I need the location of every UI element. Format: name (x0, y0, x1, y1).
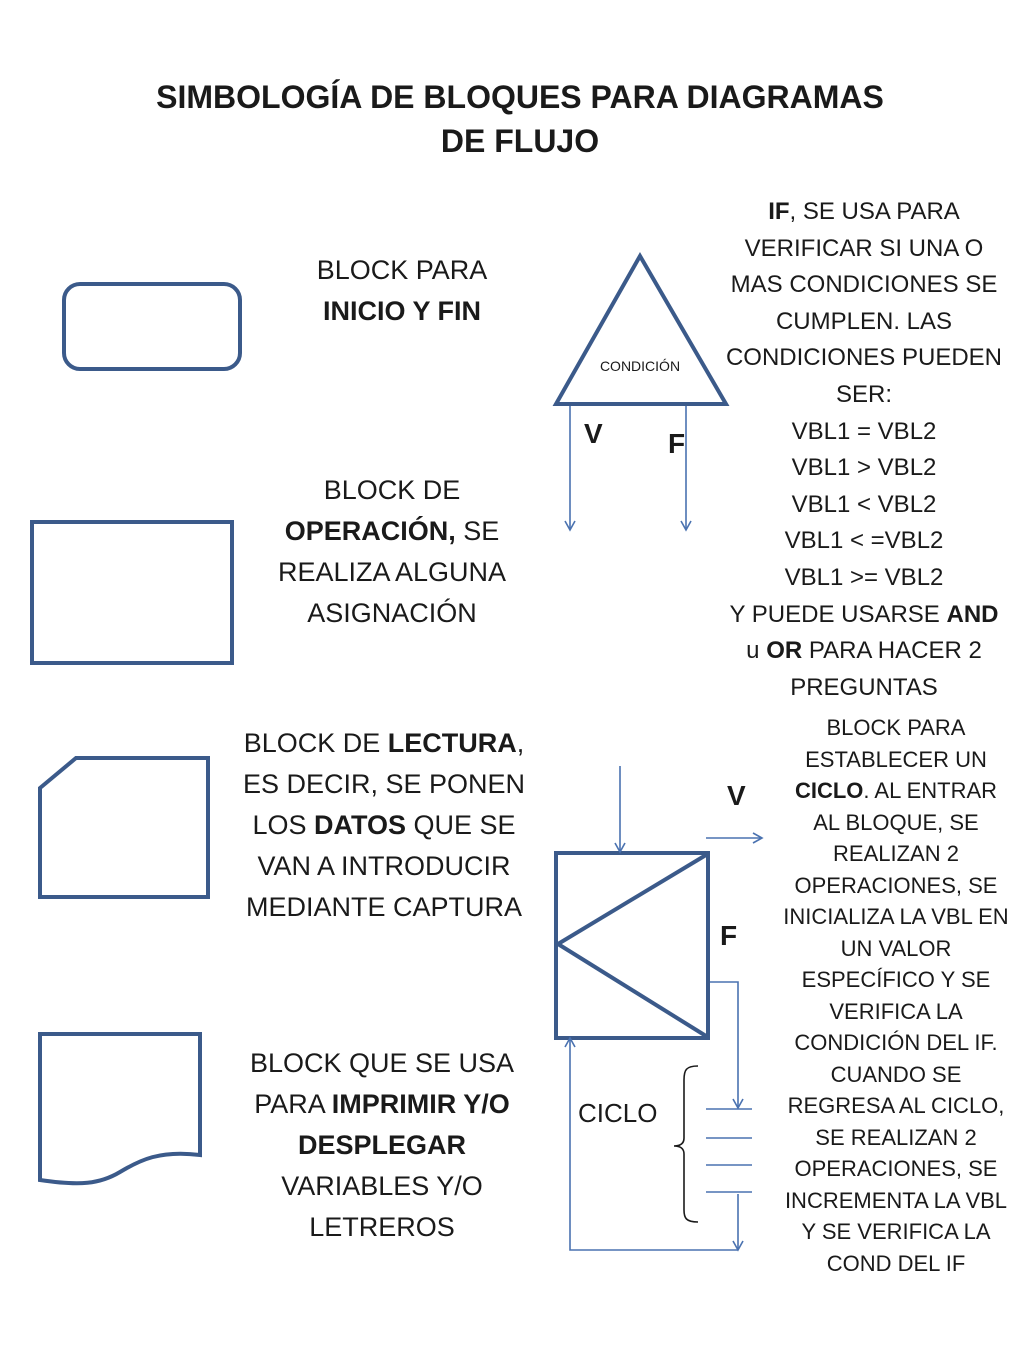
decision-desc-bold: AND (946, 600, 999, 628)
decision-desc-line: VBL1 >= VBL2 (784, 563, 944, 591)
loop-desc-line: AL BLOQUE, SE (813, 809, 979, 835)
decision-desc-bold: OR (766, 637, 803, 665)
loop-desc-line: Y SE VERIFICA LA (801, 1219, 991, 1244)
loop-desc-line: INCREMENTA LA VBL (784, 1187, 1008, 1213)
document-desc-bold: IMPRIMIR Y/O (331, 1089, 510, 1119)
input-description: BLOCK DE LECTURA, ES DECIR, SE PONEN LOS… (228, 723, 540, 928)
document-desc-text: PARA (254, 1089, 332, 1119)
terminal-desc-line-bold: INICIO Y FIN (322, 296, 482, 326)
loop-desc-text: . AL ENTRAR (863, 778, 998, 803)
document-desc-line: BLOCK QUE SE USA (249, 1048, 515, 1078)
decision-description: IF, SE USA PARA VERIFICAR SI UNA O MAS C… (714, 194, 1014, 706)
decision-desc-line: u OR PARA HACER 2 (714, 633, 1014, 670)
process-desc-line: OPERACIÓN, SE (252, 511, 532, 552)
input-desc-line: VAN A INTRODUCIR (257, 851, 511, 881)
loop-true-label: V (727, 780, 746, 811)
loop-false-label: F (720, 920, 738, 951)
input-desc-text: BLOCK DE (243, 728, 388, 758)
decision-desc-line: CUMPLEN. LAS (775, 307, 953, 335)
input-desc-line: ES DECIR, SE PONEN (242, 769, 526, 799)
input-desc-text: LOS (252, 810, 314, 840)
loop-desc-line: CONDICIÓN DEL IF. (794, 1030, 998, 1055)
decision-desc-text: Y PUEDE USARSE (729, 600, 947, 628)
process-desc-line: ASIGNACIÓN (307, 598, 477, 628)
decision-desc-line: VBL1 > VBL2 (791, 454, 937, 482)
document-desc-line: PARA IMPRIMIR Y/O (232, 1084, 532, 1125)
page-title: SIMBOLOGÍA DE BLOQUES PARA DIAGRAMAS DE … (120, 75, 920, 163)
decision-desc-line: Y PUEDE USARSE AND (714, 597, 1014, 634)
process-desc-rest: SE (455, 516, 500, 546)
loop-desc-line: REALIZAN 2 (833, 841, 959, 866)
decision-desc-line: VBL1 < =VBL2 (784, 527, 944, 555)
loop-desc-bold: CICLO (794, 778, 864, 803)
loop-desc-line: OPERACIONES, SE (794, 1156, 998, 1181)
decision-desc-line: VBL1 < VBL2 (791, 490, 937, 518)
decision-desc-line: PREGUNTAS (790, 673, 938, 701)
cycle-label: CICLO (578, 1098, 658, 1128)
loop-desc-line: BLOCK PARA (826, 715, 966, 740)
cycle-return-path (564, 1036, 738, 1251)
process-desc-line: REALIZA ALGUNA (277, 557, 507, 587)
input-shape (38, 756, 210, 899)
loop-diagonal-top (556, 853, 708, 946)
loop-desc-line: INICIALIZA LA VBL EN (783, 904, 1009, 929)
loop-desc-line: COND DEL IF (826, 1250, 966, 1276)
if-false-label: F (668, 428, 686, 459)
decision-desc-line: CONDICIONES PUEDEN (725, 344, 1003, 372)
document-desc-line: DESPLEGAR (232, 1125, 532, 1166)
loop-desc-line: CICLO. AL ENTRAR (774, 775, 1018, 807)
terminal-desc-line: BLOCK PARA (316, 255, 488, 285)
loop-desc-line: REGRESA AL CICLO, (787, 1093, 1005, 1118)
if-true-label: V (584, 418, 603, 449)
process-description: BLOCK DE OPERACIÓN, SE REALIZA ALGUNA AS… (252, 470, 532, 634)
decision-desc-line: VBL1 = VBL2 (791, 417, 937, 445)
loop-desc-line: ESTABLECER UN (805, 746, 987, 772)
input-desc-line: MEDIANTE CAPTURA (245, 892, 523, 922)
cycle-brace (673, 1065, 699, 1223)
loop-desc-line: CUANDO SE (830, 1061, 962, 1087)
process-shape (30, 520, 234, 665)
decision-desc-text: PARA HACER 2 (802, 637, 982, 665)
loop-false-path (710, 981, 744, 1110)
decision-desc-line: MAS CONDICIONES SE (730, 271, 998, 299)
decision-desc-text: , SE USA PARA (789, 198, 960, 225)
process-desc-line: BLOCK DE (323, 475, 461, 505)
input-desc-line: LOS DATOS QUE SE (228, 805, 540, 846)
document-description: BLOCK QUE SE USA PARA IMPRIMIR Y/O DESPL… (232, 1043, 532, 1248)
document-desc-bold: DESPLEGAR (297, 1130, 467, 1160)
decision-desc-text: u (746, 637, 767, 665)
input-desc-line: BLOCK DE LECTURA, (228, 723, 540, 764)
document-shape (38, 1032, 202, 1186)
loop-desc-line: VERIFICA LA (829, 998, 963, 1024)
loop-diagonal-bottom (556, 942, 708, 1038)
input-desc-bold: LECTURA (387, 728, 517, 758)
decision-desc-line: IF, SE USA PARA (714, 194, 1014, 231)
document-desc-line: LETREROS (309, 1212, 455, 1242)
decision-triangle-shape (552, 251, 730, 406)
title-line-1: SIMBOLOGÍA DE BLOQUES PARA DIAGRAMAS (156, 79, 884, 115)
decision-desc-line: SER: (835, 380, 892, 408)
loop-desc-line: ESPECÍFICO Y SE (801, 967, 991, 992)
document-desc-line: VARIABLES Y/O (281, 1171, 483, 1201)
loop-description: BLOCK PARA ESTABLECER UN CICLO. AL ENTRA… (774, 712, 1018, 1279)
decision-desc-line: VERIFICAR SI UNA O (744, 234, 984, 262)
input-desc-text: , (516, 728, 525, 758)
process-desc-bold: OPERACIÓN, (284, 516, 456, 546)
title-line-2: DE FLUJO (440, 123, 600, 159)
loop-desc-line: UN VALOR (840, 935, 952, 961)
input-desc-bold: DATOS (313, 810, 406, 840)
loop-desc-line: OPERACIONES, SE (794, 872, 998, 898)
decision-desc-bold: IF (768, 198, 790, 225)
terminal-description: BLOCK PARA INICIO Y FIN (272, 250, 532, 332)
loop-desc-line: SE REALIZAN 2 (815, 1124, 977, 1150)
input-desc-text: QUE SE (406, 810, 516, 840)
decision-condition-label: CONDICIÓN (599, 358, 681, 374)
terminal-shape (62, 282, 242, 371)
loop-shape (554, 851, 710, 1040)
